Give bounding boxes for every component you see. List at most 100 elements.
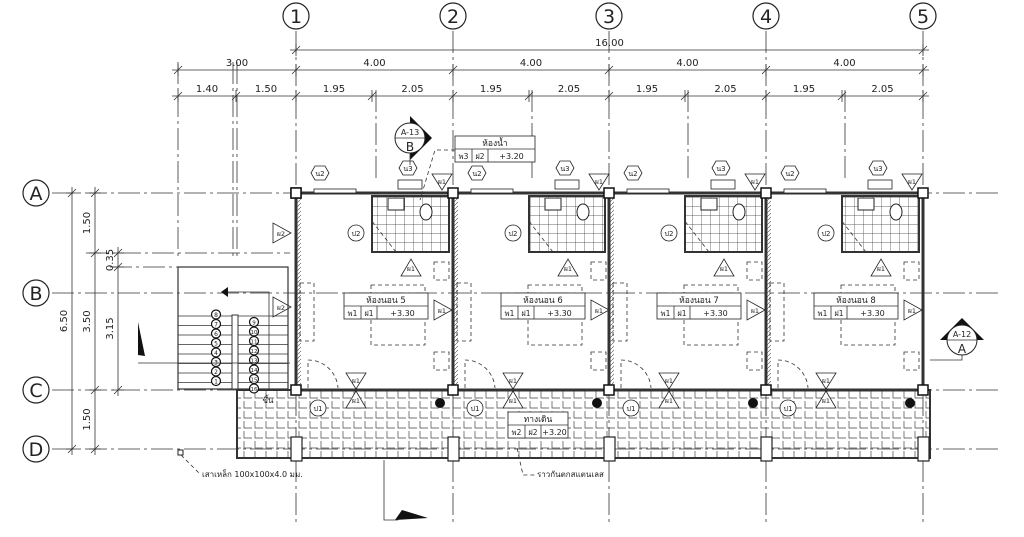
door-tag xyxy=(504,224,522,242)
wall-hatch xyxy=(297,191,301,391)
lamp-icon xyxy=(592,398,602,408)
wall-tag-label: ผ1 xyxy=(509,377,517,385)
grid-label-5: 5 xyxy=(917,6,929,28)
bathroom-tiles xyxy=(371,195,450,253)
step-number: 2 xyxy=(214,369,218,376)
unit-6 xyxy=(451,179,611,392)
bathroom-tag-dividers xyxy=(455,148,535,162)
grid-label-4: 4 xyxy=(760,6,772,28)
lamp-icon xyxy=(748,398,758,408)
column xyxy=(290,187,302,199)
door-swing xyxy=(307,359,339,389)
wall-tag xyxy=(400,258,422,277)
wall-tag-label: ผ1 xyxy=(352,377,360,385)
door-swing xyxy=(620,359,652,389)
wall-tag-label: ผ1 xyxy=(908,307,916,315)
door-tag xyxy=(347,224,365,242)
wall-tag xyxy=(815,372,837,390)
row-dimension-tick xyxy=(89,188,101,198)
nightstand xyxy=(903,351,920,371)
grid-bubble-5 xyxy=(909,2,937,30)
lamp-icon xyxy=(435,398,445,408)
step-number: 5 xyxy=(214,341,218,348)
bath-window xyxy=(554,179,580,190)
bathroom-tiles xyxy=(684,195,763,253)
sub-bay-dimension-value: 1.95 xyxy=(323,84,345,95)
stair-arrow-icon xyxy=(221,287,228,297)
row-dimension-value: 3.50 xyxy=(82,310,93,332)
row-dimension-value: 1.50 xyxy=(82,212,93,234)
room-tag-dividers xyxy=(344,305,428,319)
column xyxy=(603,187,615,199)
wall-tag xyxy=(658,390,680,409)
step-number: 10 xyxy=(251,330,258,336)
door-swing xyxy=(464,359,496,389)
toilet-icon xyxy=(419,203,433,221)
leader-line xyxy=(180,454,201,475)
wall-tag xyxy=(590,299,610,321)
wall-tag xyxy=(345,372,367,390)
sink-icon xyxy=(387,197,405,211)
bathroom-tiles xyxy=(528,195,606,253)
bay-dimension-tick xyxy=(448,64,458,76)
column xyxy=(603,384,615,396)
nightstand xyxy=(590,261,607,281)
steel-post xyxy=(603,436,616,462)
bay-dimension-value: 4.00 xyxy=(676,58,698,69)
room-tag-room-name: ห้องนอน 8 xyxy=(836,295,876,306)
door-tag-label: ป2 xyxy=(822,230,831,238)
step-number: 12 xyxy=(251,349,258,355)
sub-bay-dimension-tick xyxy=(524,90,534,102)
wall-tag xyxy=(588,173,610,191)
wardrobe-outline xyxy=(769,282,785,342)
door-tag-label: ป1 xyxy=(314,405,323,413)
nightstand xyxy=(746,261,763,281)
toilet-icon xyxy=(889,203,903,221)
sub-bay-dimension-tick xyxy=(367,90,377,102)
door-tag-label: ป1 xyxy=(471,405,480,413)
wall-tag-label: ผ1 xyxy=(665,377,673,385)
room-tag-floor-code: พ1 xyxy=(661,309,671,318)
sub-bay-dimension-value: 2.05 xyxy=(714,84,736,95)
walkway-tag-dividers xyxy=(508,424,568,438)
bath-window xyxy=(867,179,893,190)
door-tag-label: ป2 xyxy=(665,230,674,238)
grid-label-2: 2 xyxy=(447,6,459,28)
window-tag-label: น3 xyxy=(560,165,569,173)
room-tag-ceiling-code: ฝ1 xyxy=(521,309,530,318)
sub-bay-dimension-tick xyxy=(918,90,928,102)
wall-tag xyxy=(903,299,923,321)
nightstand xyxy=(433,351,450,371)
sub-bay-dimension-value: 2.05 xyxy=(558,84,580,95)
column xyxy=(760,384,772,396)
wall-tag-label: ผ1 xyxy=(438,307,446,315)
wall-tag-label: ผ1 xyxy=(720,265,728,273)
wall-tag-label: ผ1 xyxy=(751,307,759,315)
window xyxy=(313,188,357,194)
wall-tag-label: ผ1 xyxy=(877,265,885,273)
steel-post xyxy=(760,436,773,462)
nightstand xyxy=(903,261,920,281)
overall-depth-dimension-value: 6.50 xyxy=(59,310,70,332)
bay-dimension-tick xyxy=(918,64,928,76)
wall-tag xyxy=(557,258,579,277)
step-number-marker xyxy=(248,383,260,394)
wall-tag-label: ผ1 xyxy=(908,178,916,186)
toilet-icon xyxy=(576,203,590,221)
window xyxy=(783,188,827,194)
room-tag-ceiling-code: ฝ1 xyxy=(364,309,373,318)
wall-tag-label: ผ2 xyxy=(277,230,285,238)
window-tag-label: น2 xyxy=(472,170,481,178)
sub-bay-dimension-tick xyxy=(173,90,183,102)
room-tag-floor-code: พ1 xyxy=(348,309,358,318)
grid-label-A: A xyxy=(30,183,43,205)
nightstand xyxy=(433,261,450,281)
wall-tag-label: ผ1 xyxy=(352,397,360,405)
row-dimension-tick xyxy=(89,444,101,454)
wall-tag xyxy=(901,173,923,191)
sub-bay-dimension-value: 2.05 xyxy=(871,84,893,95)
step-number: 16 xyxy=(251,387,258,393)
bathroom-tiles xyxy=(841,195,920,253)
bathroom-tag-level: +3.20 xyxy=(499,152,524,161)
